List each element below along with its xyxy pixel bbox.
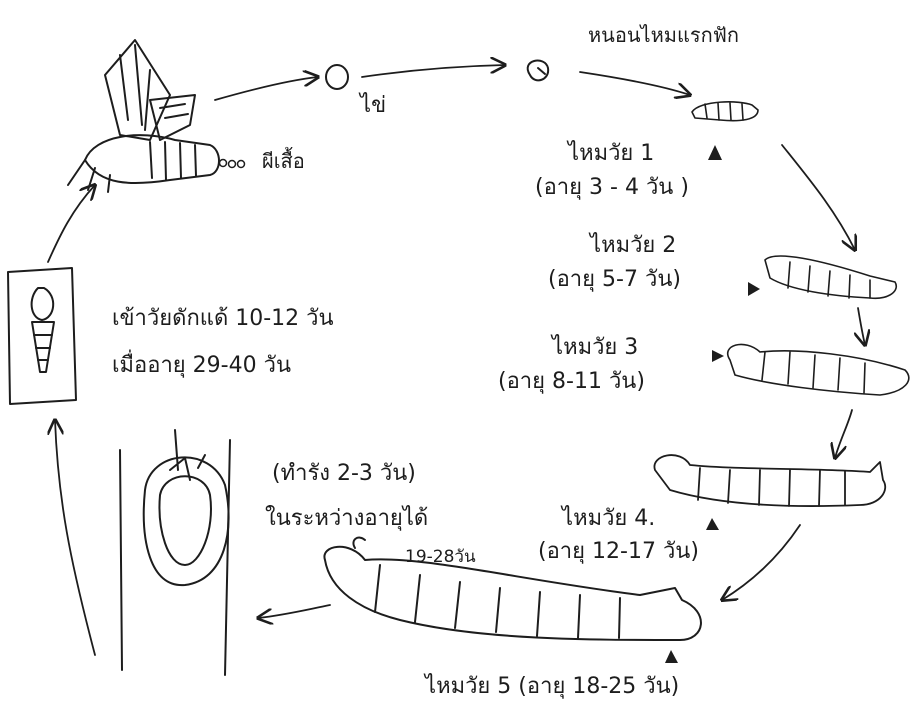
- label-cocoon-line2: ในระหว่างอายุได้: [265, 505, 428, 534]
- label-egg: ไข่: [360, 92, 386, 121]
- label-instar3: ไหมวัย 3: [552, 334, 638, 363]
- label-instar4: ไหมวัย 4.: [562, 505, 655, 534]
- silkworm-icon-instar4: [654, 455, 885, 506]
- label-first-larva: หนอนไหมแรกฟัก: [588, 22, 739, 48]
- moth-eggs: [220, 160, 245, 168]
- cocoon-icon: [120, 430, 230, 675]
- silkworm-icon-instar1: [692, 102, 758, 121]
- label-instar3-age: (อายุ 8-11 วัน): [498, 368, 645, 397]
- moth-icon: [68, 40, 219, 192]
- label-moth: ผีเสื้อ: [262, 148, 305, 174]
- label-cocoon-line3: 19-28วัน: [405, 546, 476, 568]
- silkworm-icon-instar2: [765, 256, 896, 298]
- label-instar2: ไหมวัย 2: [590, 232, 676, 261]
- pointer-triangle-icon: [665, 145, 760, 663]
- label-instar2-age: (อายุ 5-7 วัน): [548, 266, 681, 295]
- label-pupa-line2: เมื่ออายุ 29-40 วัน: [112, 352, 291, 381]
- pupa-icon: [8, 268, 76, 404]
- label-instar1: ไหมวัย 1: [568, 140, 654, 169]
- label-instar4-age: (อายุ 12-17 วัน): [538, 538, 699, 567]
- label-instar5: ไหมวัย 5 (อายุ 18-25 วัน): [425, 673, 679, 702]
- label-pupa-line1: เข้าวัยดักแด้ 10-12 วัน: [112, 305, 334, 334]
- egg-icon: [326, 65, 348, 89]
- label-cocoon-line1: (ทำรัง 2-3 วัน): [272, 460, 416, 489]
- hatchling-icon: [528, 61, 549, 81]
- silkworm-icon-instar3: [728, 344, 909, 395]
- label-instar1-age: (อายุ 3 - 4 วัน ): [535, 174, 689, 203]
